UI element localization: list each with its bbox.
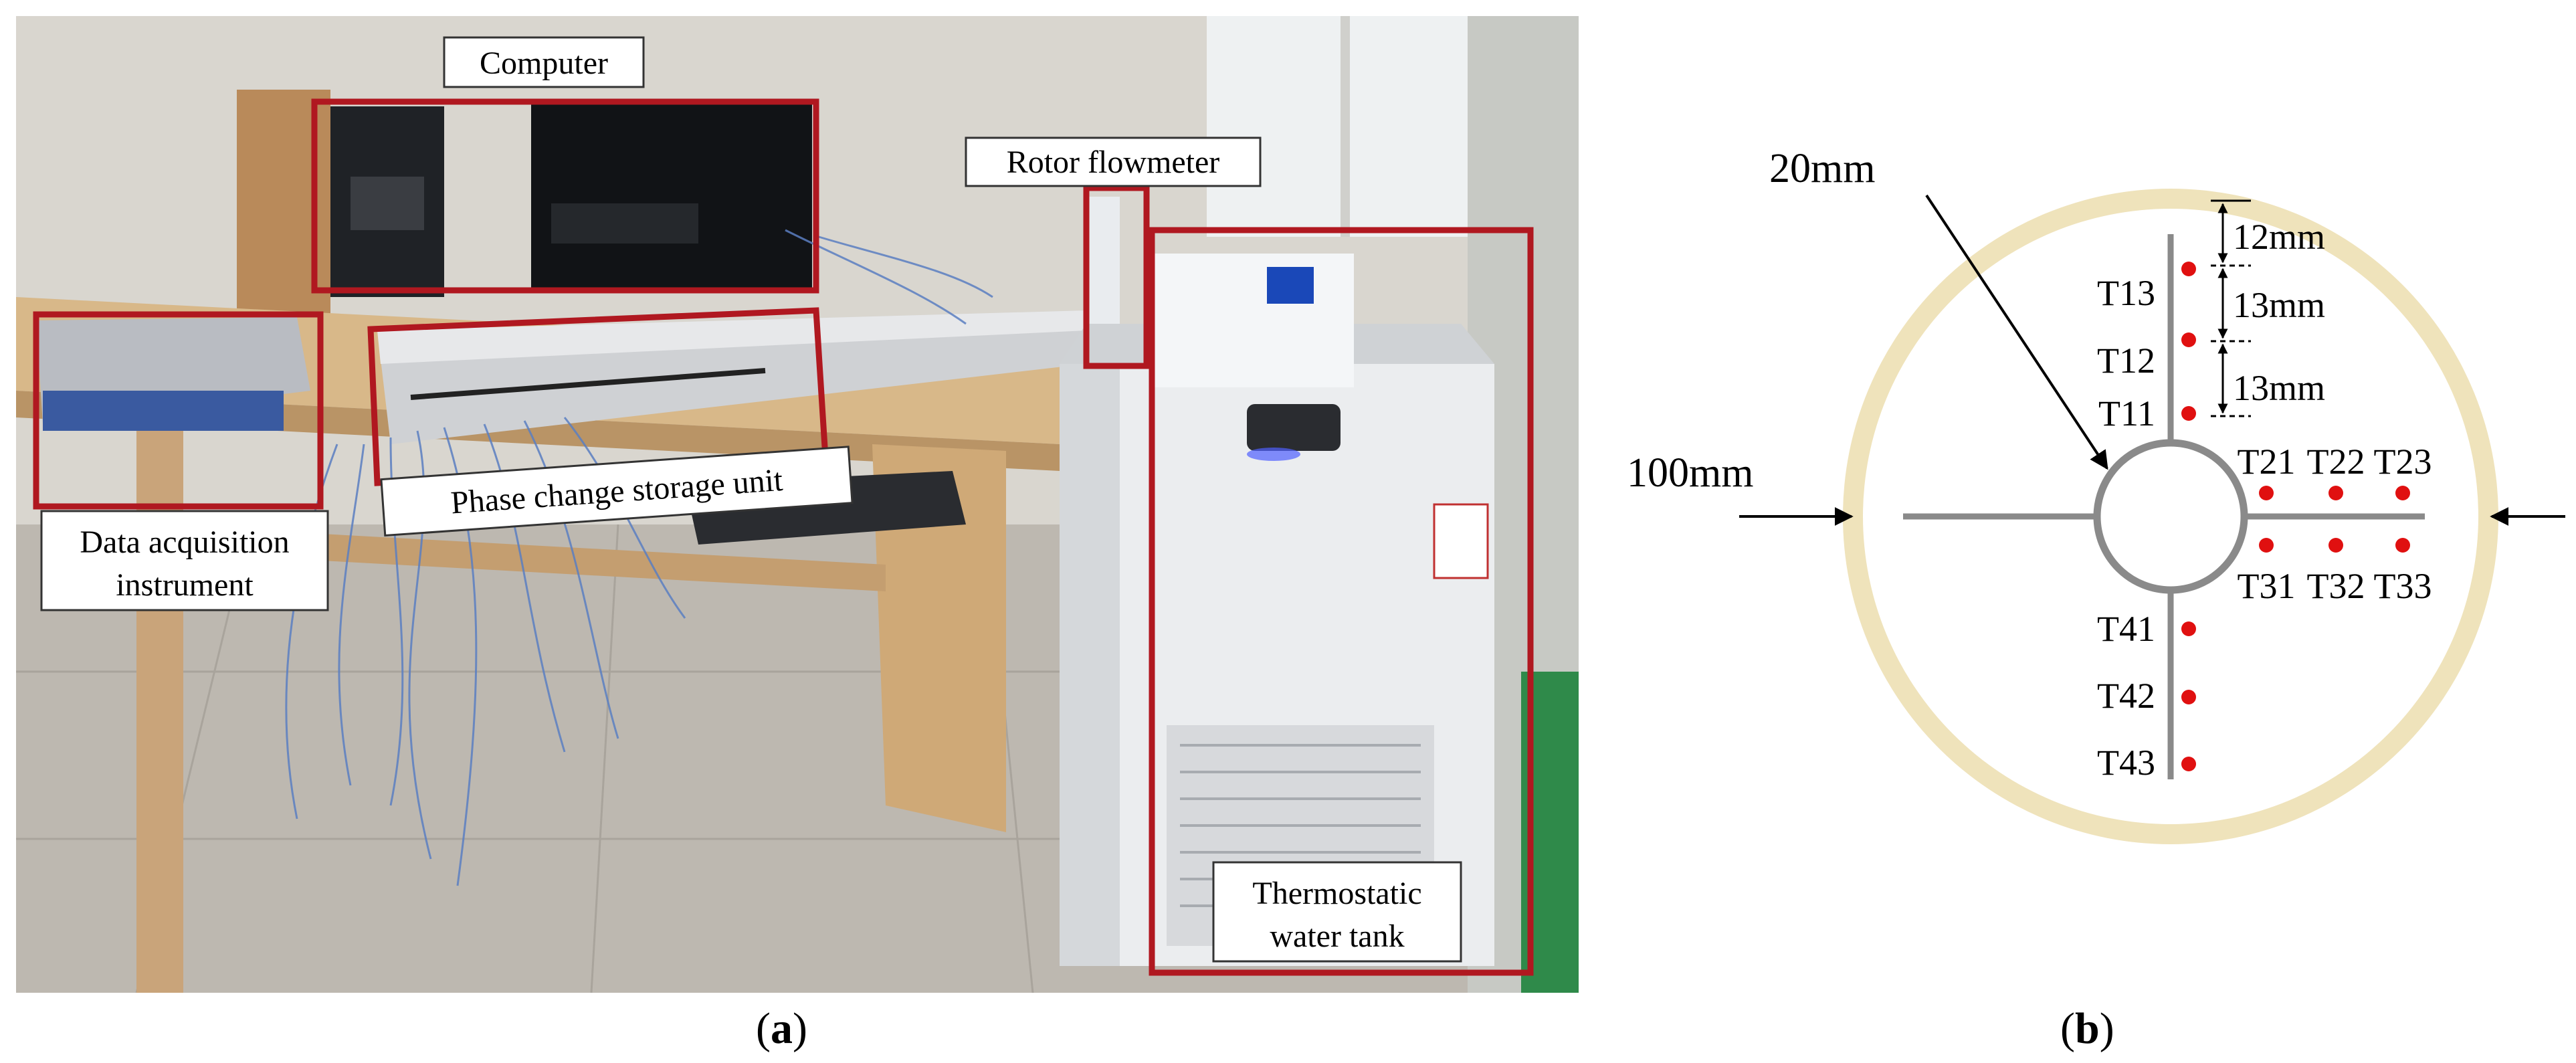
- label-data-acquisition-line1: Data acquisition: [80, 524, 289, 560]
- water-tank-highlight-box: [1149, 227, 1534, 976]
- computer-highlight-box: [311, 98, 819, 294]
- sensor-label-t22: T22: [2307, 442, 2365, 482]
- sensor-dot-t41: [2181, 621, 2196, 636]
- caption-b-open: (: [2060, 1004, 2075, 1053]
- sensor-dot-t33: [2395, 538, 2410, 553]
- sensor-dot-t11: [2181, 406, 2196, 421]
- label-data-acquisition: Data acquisition instrument: [40, 510, 329, 611]
- caption-a-letter: a: [770, 1004, 793, 1053]
- inner-tube: [2093, 439, 2248, 594]
- sensor-dot-t22: [2329, 486, 2343, 500]
- water-bath-controller: [1153, 254, 1354, 387]
- sensor-label-t23: T23: [2374, 442, 2432, 482]
- cross-section-schematic: 20mm 100mm 12mm 13mm 13mm T13 T12 T11 T2…: [1627, 146, 2565, 844]
- dim-outer-diameter: 100mm: [1627, 450, 1753, 496]
- label-phase-change: Phase change storage unit: [380, 446, 854, 537]
- sensor-dot-t32: [2329, 538, 2343, 553]
- label-thermostatic-line1: Thermostatic: [1252, 876, 1421, 911]
- sensor-label-t11: T11: [2098, 393, 2155, 433]
- warning-sticker: [1433, 503, 1489, 579]
- sensor-dot-t21: [2259, 486, 2274, 500]
- dim-spacing-3: 13mm: [2233, 368, 2325, 408]
- label-rotor-flowmeter-text: Rotor flowmeter: [1007, 144, 1220, 180]
- desk-side-panel: [872, 444, 1006, 832]
- data-acquisition-highlight-box: [33, 311, 324, 510]
- controller-display: [1267, 267, 1314, 304]
- desk-shelf: [150, 524, 886, 591]
- sensor-dot-t12: [2181, 332, 2196, 347]
- flowmeter-highlight-box: [1083, 185, 1150, 369]
- sensor-label-t32: T32: [2307, 566, 2365, 606]
- label-computer-text: Computer: [480, 45, 608, 81]
- sensor-label-t33: T33: [2374, 566, 2432, 606]
- experimental-setup-photo: Computer Rotor flowmeter Data acquisitio…: [16, 16, 1579, 993]
- inner-diameter-leader: [1925, 194, 2108, 470]
- sensor-label-t31: T31: [2238, 566, 2296, 606]
- caption-a: (a): [756, 1003, 807, 1054]
- label-data-acquisition-line2: instrument: [116, 567, 254, 603]
- caption-b-letter: b: [2074, 1004, 2100, 1053]
- sensor-label-t43: T43: [2097, 743, 2155, 783]
- caption-a-close: ): [792, 1004, 807, 1053]
- caption-b-close: ): [2099, 1004, 2114, 1053]
- dim-spacing-1: 12mm: [2233, 217, 2325, 257]
- dim-spacing-2: 13mm: [2233, 285, 2325, 325]
- caption-a-open: (: [756, 1004, 771, 1053]
- sensor-dot-t43: [2181, 757, 2196, 771]
- sensor-label-t13: T13: [2097, 273, 2155, 313]
- sensor-label-t12: T12: [2097, 341, 2155, 381]
- sensor-label-t41: T41: [2097, 609, 2155, 649]
- sensor-label-t21: T21: [2238, 442, 2296, 482]
- label-rotor-flowmeter: Rotor flowmeter: [965, 136, 1262, 187]
- caption-b: (b): [2060, 1003, 2114, 1054]
- sensor-dot-t31: [2259, 538, 2274, 553]
- label-computer: Computer: [443, 36, 645, 88]
- tank-lid-handle: [1247, 404, 1341, 451]
- dim-inner-diameter: 20mm: [1769, 146, 1875, 191]
- sensor-dot-t42: [2181, 690, 2196, 704]
- label-thermostatic: Thermostatic water tank: [1212, 861, 1462, 963]
- label-thermostatic-line2: water tank: [1270, 919, 1404, 954]
- sensor-label-t42: T42: [2097, 676, 2155, 716]
- monitor: [531, 103, 812, 290]
- sensor-dot-t13: [2181, 262, 2196, 276]
- sensor-dot-t23: [2395, 486, 2410, 500]
